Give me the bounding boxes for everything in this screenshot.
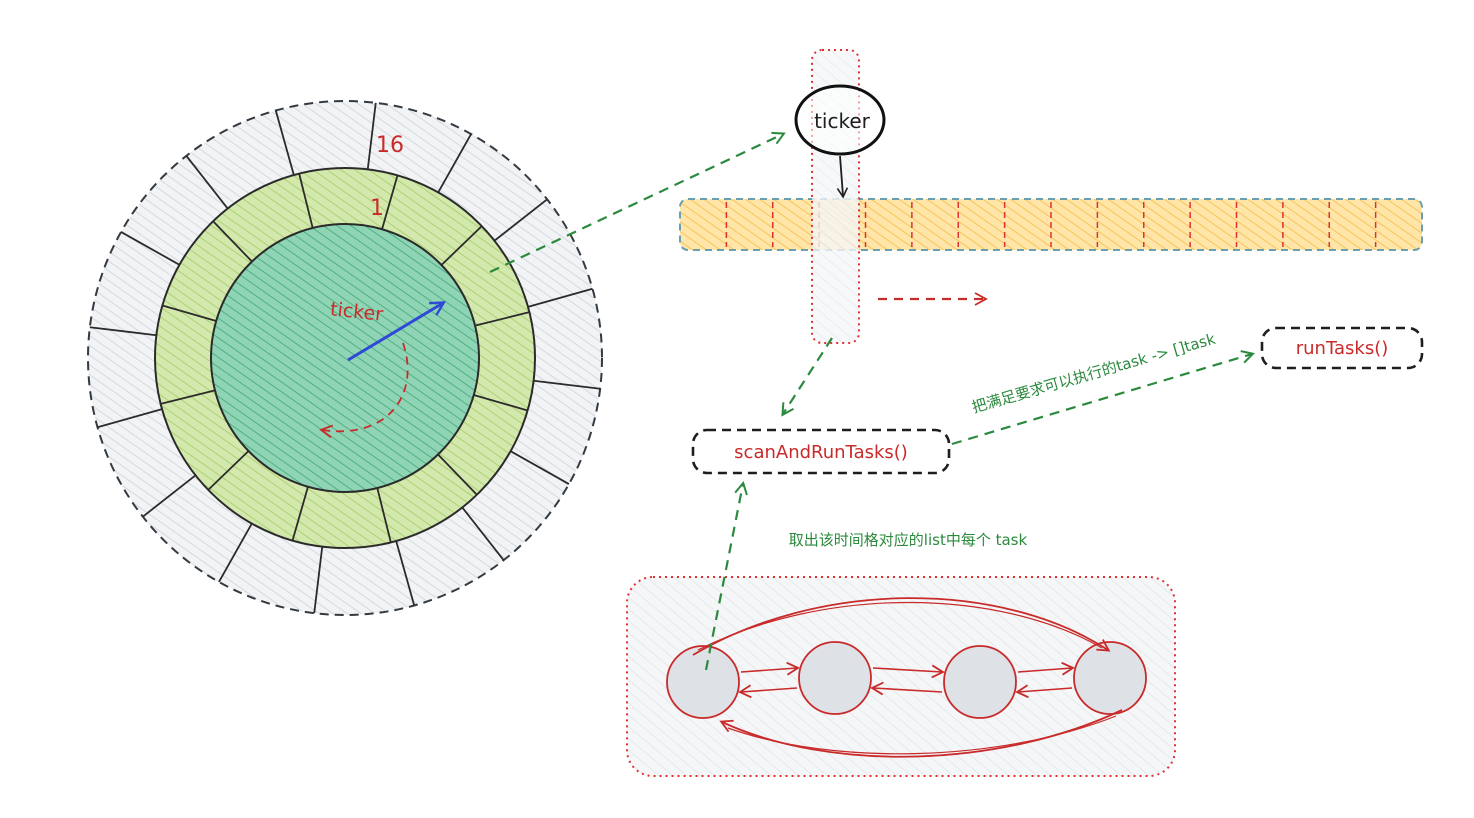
scan-box: scanAndRunTasks() [691,428,951,475]
list-node-icon [666,645,740,719]
list-links [738,661,1075,699]
wheel-to-ticker-arrow [489,134,783,273]
ticker-node: ticker [794,84,886,156]
outer-slot-divider [510,450,570,485]
list-nodes [666,641,1147,719]
middle-slot-divider [160,389,216,405]
middle-slot-divider [440,225,483,266]
outer-slot-divider [313,546,324,614]
red-curved-arrow-icon [319,342,409,439]
list-link-forward [872,664,945,679]
outer-slot-divider [142,474,197,518]
run-box-border [1260,326,1424,370]
outer-slot-divider [461,506,505,561]
scan-box-label: scanAndRunTasks() [734,442,908,463]
outer-slot-divider [395,540,416,606]
bucket-strip [679,198,1423,251]
outer-slot-label: 16 [376,133,404,158]
middle-slot-divider [473,394,528,412]
outer-slot-divider [120,231,180,266]
outer-slot-divider [493,198,548,242]
middle-slot-divider [381,175,399,230]
wheel-inner-circle [210,223,480,493]
timing-wheel: 16 1 ticker [87,100,603,616]
outer-slot-divider [97,408,163,429]
outer-slot-divider [218,523,253,583]
list-node-icon [798,641,872,715]
list-link-forward [1017,661,1075,676]
outer-slot-divider [533,379,601,390]
outer-slot-divider [437,133,472,193]
middle-slot-label: 1 [370,196,384,221]
outer-slot-divider [89,326,157,337]
run-box-label: runTasks() [1296,338,1389,359]
list-link-forward [740,661,800,676]
middle-slot-divider [298,173,314,229]
list-link-backward [1015,684,1073,699]
list-wrap-arrow-top-2 [697,602,1103,651]
outer-slot-divider [185,155,229,210]
outer-slot-divider [274,110,295,176]
middle-slot-divider [474,311,530,327]
task-list [626,576,1176,777]
run-box: runTasks() [1260,326,1424,370]
list-to-scan-annotation: 取出该时间格对应的list中每个 task [789,531,1028,549]
blue-arrow-icon [347,303,443,362]
list-node-icon [943,645,1017,719]
middle-slot-divider [376,487,392,543]
wheel-slot-dividers [89,102,601,614]
middle-slot-divider [212,220,253,263]
outer-slot-divider [366,102,377,170]
scan-to-run-arrow [951,354,1252,446]
list-node-icon [1073,641,1147,715]
middle-slot-divider [207,450,250,491]
ticker-node-circle [794,84,886,156]
middle-slot-divider [162,304,217,322]
scan-to-run-annotation: 把满足要求可以执行的task -> []task [970,330,1218,417]
outer-slot-divider [527,287,593,308]
task-list-container [626,576,1176,777]
list-to-scan-arrow [704,484,743,671]
scan-box-border [691,428,951,475]
list-link-backward [870,681,943,696]
middle-slot-divider [437,453,478,496]
ticker-node-label: ticker [814,109,871,133]
ticker-down-arrow [836,155,849,199]
column-to-scan-arrow [783,337,833,414]
middle-slot-divider [291,486,309,541]
list-link-backward [738,684,798,699]
list-wrap-arrow-bottom [719,709,1123,758]
list-wrap-arrow-bottom-2 [727,715,1117,755]
